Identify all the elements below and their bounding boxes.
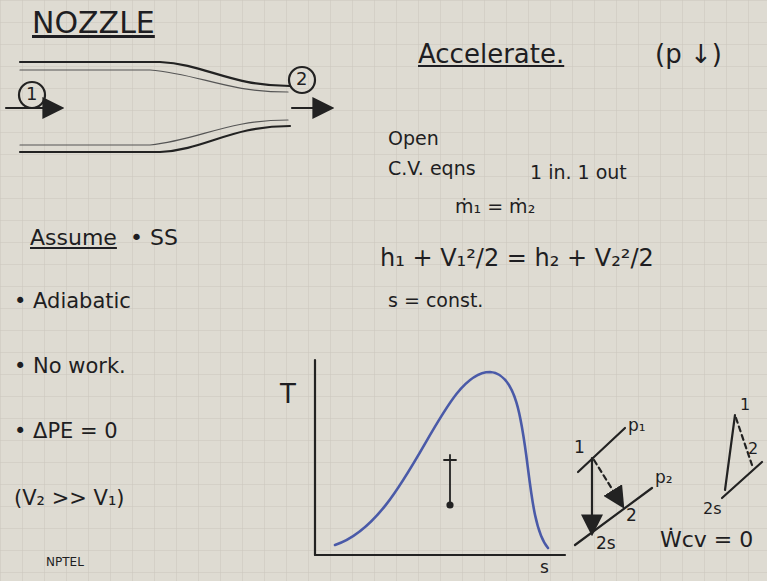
title: NOZZLE: [32, 6, 155, 39]
note-label: • Adiabatic: [14, 290, 131, 313]
note-label: Accelerate.: [418, 40, 564, 69]
note-label: C.V. eqns: [388, 158, 476, 179]
note-label: ṁ₁ = ṁ₂: [455, 196, 535, 217]
note-label: • ΔPE = 0: [14, 420, 118, 443]
note-label: Open: [388, 128, 439, 149]
note-label: s = const.: [388, 290, 483, 311]
note-label: s: [540, 558, 549, 577]
note-label: • SS: [130, 226, 178, 250]
note-label: p₁: [628, 416, 646, 435]
note-label: 1: [740, 396, 750, 414]
note-label: 2: [748, 440, 758, 458]
note-label: NPTEL: [46, 556, 84, 569]
note-label: 1: [26, 84, 37, 104]
note-label: 1: [574, 438, 585, 457]
note-label: 1 in. 1 out: [530, 162, 627, 183]
note-label: 2: [626, 506, 637, 525]
note-label: h₁ + V₁²/2 = h₂ + V₂²/2: [380, 245, 654, 271]
note-label: 2s: [596, 534, 616, 553]
note-label: • No work.: [14, 355, 126, 378]
note-label: Ẇcv = 0: [660, 528, 753, 552]
note-label: T: [280, 380, 296, 409]
note-label: Assume: [30, 226, 117, 250]
note-label: p₂: [655, 468, 673, 487]
note-label: (p ↓): [655, 40, 722, 69]
note-label: (V₂ >> V₁): [14, 487, 125, 510]
note-label: 2s: [703, 500, 722, 518]
note-label: 2: [296, 69, 307, 89]
